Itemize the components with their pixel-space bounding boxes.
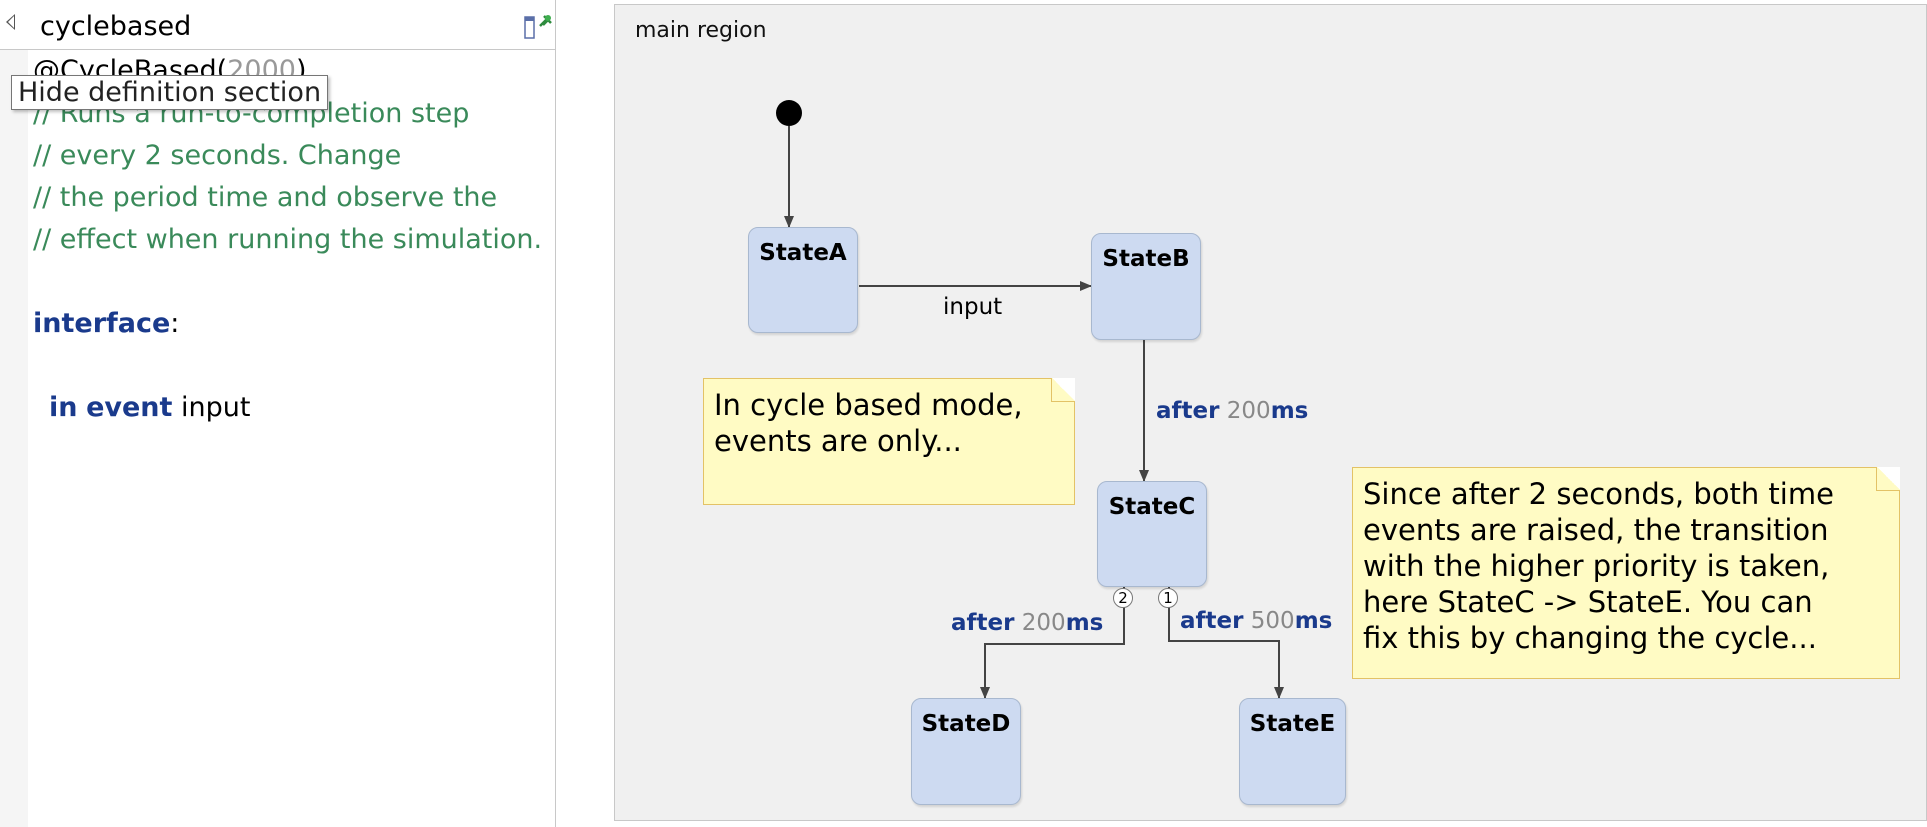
priority-badge: 2 (1113, 588, 1133, 608)
hide-definition-tooltip: Hide definition section (11, 75, 329, 110)
editor-gutter (0, 50, 28, 827)
state-a[interactable]: StateA (748, 227, 858, 333)
note-line: Since after 2 seconds, both time (1363, 477, 1834, 511)
state-name: StateD (921, 711, 1011, 737)
state-name: StateA (759, 240, 847, 266)
transition-c-to-d (980, 585, 1125, 699)
note-line: fix this by changing the cycle... (1363, 621, 1817, 655)
definition-section: cyclebased @CycleBased(2000) // Runs a r… (0, 0, 556, 827)
state-b[interactable]: StateB (1091, 233, 1201, 340)
collapse-arrow-icon[interactable] (6, 14, 15, 30)
transition-label-b-to-c[interactable]: after 200ms (1156, 398, 1309, 424)
state-d[interactable]: StateD (911, 698, 1021, 805)
note-line: events are raised, the transition (1363, 513, 1829, 547)
comment-line: // every 2 seconds. Change (33, 140, 402, 171)
statechart-name[interactable]: cyclebased (40, 11, 192, 42)
pin-icon[interactable] (521, 12, 555, 44)
transition-label-c-to-e[interactable]: after 500ms (1180, 608, 1333, 634)
region-label: main region (635, 18, 767, 43)
state-name: StateE (1249, 711, 1336, 737)
note-line: with the higher priority is taken, (1363, 549, 1830, 583)
comment-line: // effect when running the simulation. (33, 224, 543, 255)
interface-declaration: interface: (33, 308, 180, 339)
state-c[interactable]: StateC (1097, 481, 1207, 587)
state-name: StateB (1102, 246, 1190, 272)
definition-header: cyclebased (0, 0, 555, 50)
statechart-diagram[interactable]: main region StateA StateB StateC StateD … (614, 4, 1927, 821)
priority-note[interactable]: Since after 2 seconds, both time events … (1352, 467, 1900, 679)
transition-c-to-e (1168, 585, 1284, 699)
note-line: events are only... (714, 424, 962, 458)
transition-label-a-to-b[interactable]: input (943, 294, 1003, 320)
transition-edges (776, 100, 1284, 699)
state-e[interactable]: StateE (1239, 698, 1346, 805)
transition-label-c-to-d[interactable]: after 200ms (951, 610, 1104, 636)
note-line: here StateC -> StateE. You can (1363, 585, 1813, 619)
state-name: StateC (1108, 494, 1196, 520)
initial-state (776, 100, 802, 126)
event-declaration: in event input (49, 392, 251, 423)
definition-code-editor[interactable]: @CycleBased(2000) // Runs a run-to-compl… (0, 50, 555, 827)
comment-line: // the period time and observe the (33, 182, 498, 213)
cycle-mode-note[interactable]: In cycle based mode, events are only... (703, 378, 1075, 505)
priority-badge: 1 (1158, 588, 1178, 608)
note-line: In cycle based mode, (714, 388, 1023, 422)
